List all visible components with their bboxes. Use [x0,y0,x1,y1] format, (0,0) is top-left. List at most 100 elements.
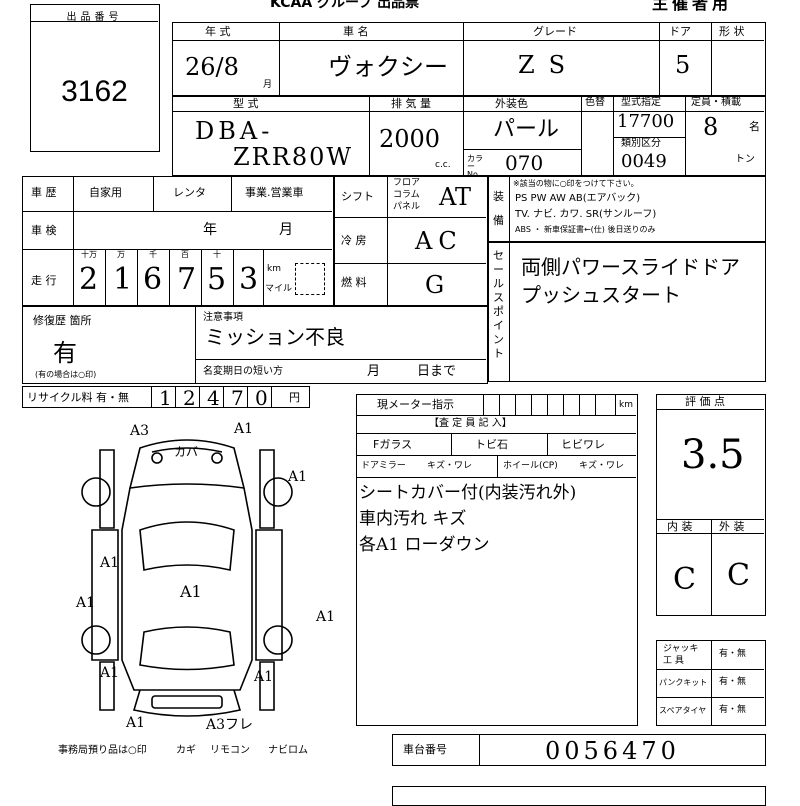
capacity-label: 定員・積載 [691,97,741,108]
year-label: 年 式 [205,25,231,38]
unit-check-box [295,263,325,295]
recycle-label: リサイクル料 有・無 [27,391,129,404]
damage-mark: A3 [130,423,150,439]
spare-option: 有・無 [719,705,747,715]
chassis-box: 車台番号 0056470 [392,734,766,766]
notes-value: ミッション不良 [205,325,345,349]
history-option-business: 事業.営業車 [245,186,304,199]
mileage-digit: 7 [177,262,197,297]
shift-value: AT [439,183,472,211]
category-label: 類別区分 [621,138,661,149]
type-value-2: ZRR80W [233,143,354,171]
equipment-line-3: ABS ・ 新車保証書←(仕) 後日送りのみ [515,225,656,234]
damage-mark: A3フレ [206,717,254,733]
equipment-line-2: TV. ナビ. カワ. SR(サンルーフ) [515,209,657,220]
office-item-navi: ナビロム [268,745,308,756]
capacity-value: 8 [703,113,719,141]
mirror-damage-label: キズ・ワレ [427,461,473,471]
score-value: 3.5 [681,432,745,478]
grade-value: ZS [518,51,580,79]
spare-label: スペアタイヤ [659,706,707,715]
grade-label: グレード [533,25,577,38]
sales-point-line-2: プッシュスタート [521,283,681,307]
short-term-day: 日まで [417,364,457,379]
bottom-cut-box [392,786,766,806]
inspection-label: 車 検 [31,224,57,237]
car-diagram [81,439,293,717]
chassis-value: 0056470 [545,737,680,765]
repair-label: 修復歴 箇所 [33,314,92,327]
damage-mark: A1 [76,595,96,611]
history-box: 車 歴 車 検 走 行 自家用 レンタ 事業.営業車 年 月 十万 万 千 百 … [22,176,334,306]
row2-box: 型 式 排 気 量 外装色 色替 型式指定 類別区分 定員・積載 DBA- ZR… [172,96,766,179]
recycle-digit: 1 [159,386,172,410]
recycle-unit: 円 [289,391,300,404]
score-box: 評 価 点 3.5 内 装 外 装 C C [656,394,766,616]
mileage-header-100k: 十万 [81,250,97,259]
km-label: km [267,264,281,274]
mileage-label: 走 行 [31,274,57,287]
equipment-label: 装備 [493,190,504,227]
equipment-line-1: PS PW AW AB(エアバック) [515,193,641,204]
inspector-note-3: 各A1 ローダウン [359,535,490,555]
inspector-note-1: シートカバー付(内装汚れ外) [359,483,577,503]
ext-color-label: 外装色 [495,97,528,110]
damage-mark: A1 [254,669,274,685]
meter-km-label: km [619,400,633,410]
mile-label: マイル [265,284,293,294]
shift-label: シフト [341,190,374,203]
mileage-header-1k: 千 [149,250,157,259]
repair-notes-box: 修復歴 箇所 有 (有の場合は○印) 注意事項 ミッション不良 名変期日の短い方… [22,306,488,384]
mileage-header-100: 百 [181,250,189,259]
windshield-label: Fガラス [373,438,413,451]
interior-label: 内 装 [667,520,693,533]
notes-label: 注意事項 [203,312,243,323]
damage-mark: A1 [288,469,308,485]
damage-mark: A1 [316,609,336,625]
damage-top-mark: カバ [174,445,199,459]
model-label: 車 名 [343,25,369,38]
color-change-label: 色替 [585,97,605,108]
capacity-unit-persons: 名 [749,120,760,133]
puncture-label: パンクキット [659,678,708,687]
row1-box: 年 式 車 名 グレード ドア 形 状 26/8 月 ヴォクシー ZS 5 [172,22,766,96]
inspector-header: 【査 定 員 記 入】 [429,418,512,429]
damage-mark: A1 [126,715,146,731]
type-label: 型 式 [233,97,259,110]
meter-label: 現メーター指示 [377,398,454,411]
recycle-digit: 0 [255,386,268,410]
lot-number: 3162 [61,75,128,108]
history-label: 車 歴 [31,186,57,199]
mileage-digit: 1 [113,262,133,297]
jack-option: 有・無 [719,649,747,659]
repair-value: 有 [53,339,77,367]
shape-label: 形 状 [719,25,745,38]
inspector-note-2: 車内汚れ キズ [359,509,467,529]
damage-mark: A1 [234,421,254,437]
wheel-label: ホイール(CP) [503,461,558,471]
year-value: 26/8 [185,53,239,81]
short-term-label: 名変期日の短い方 [203,366,283,377]
shift-option-column: コラム [393,190,420,200]
score-label: 評 価 点 [685,395,725,408]
ac-value: AC [415,227,463,255]
accessories-box: ジャッキ 工 具 有・無 パンクキット 有・無 スペアタイヤ 有・無 [656,640,766,726]
displacement-unit: c.c. [435,160,451,170]
inspector-box: 現メーター指示 km 【査 定 員 記 入】 Fガラス トビ石 ヒビワレ ドアミ… [356,394,638,726]
office-note: 事務局預り品は○印 [58,745,147,756]
recycle-digit: 7 [231,386,244,410]
recycle-digit: 2 [183,386,196,410]
displacement-value: 2000 [379,125,441,153]
color-code-label: カラー No. [467,154,483,179]
lot-label-cell: 出品番号 [31,5,158,23]
short-term-month: 月 [367,364,381,379]
capacity-unit-tons: トン [735,154,755,165]
interior-value: C [673,562,696,597]
mileage-digit: 6 [143,262,163,297]
displacement-label: 排 気 量 [391,97,431,110]
equipment-box: 装備 ※該当の物に○印をつけて下さい。 PS PW AW AB(エアバック) T… [488,176,766,242]
wheel-damage-label: キズ・ワレ [579,461,625,471]
mileage-header-10k: 万 [117,250,125,259]
damage-mark: A1 [100,665,120,681]
mileage-digit: 3 [239,262,259,297]
